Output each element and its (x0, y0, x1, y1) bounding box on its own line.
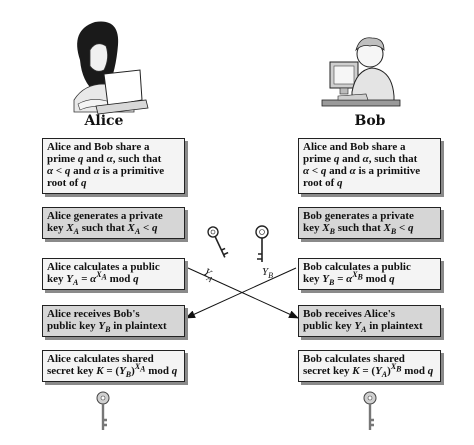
box-line: prime q and α, such that (47, 153, 162, 165)
box-line: Alice and Bob share a (47, 141, 150, 153)
bob-share-box: Alice and Bob share a prime q and α, suc… (298, 138, 441, 194)
bob-illustration (321, 37, 401, 107)
box-line: root of q (303, 177, 343, 189)
box-line: Bob generates a private (303, 210, 414, 222)
bob-public-key-box: Bob calculates a public key YB = αXB mod… (298, 258, 441, 290)
box-line: root of q (47, 177, 87, 189)
box-line: key YA = αXA mod q (47, 270, 139, 288)
box-line: key XA such that XA < q (47, 222, 158, 237)
box-line: Alice receives Bob's (47, 308, 140, 320)
alice-private-key-box: Alice generates a private key XA such th… (42, 207, 185, 239)
box-line: prime q and α, such that (303, 153, 418, 165)
shared-key-icon (96, 391, 110, 430)
box-line: α < q and α is a primitive (47, 165, 165, 177)
alice-illustration (73, 21, 149, 115)
bob-secret-key-box: Bob calculates shared secret key K = (YA… (298, 350, 441, 382)
box-line: secret key K = (YB)XA mod q (47, 362, 178, 380)
box-line: Alice generates a private (47, 210, 163, 222)
box-line: public key YA in plaintext (303, 320, 423, 335)
box-line: Alice calculates shared (47, 353, 154, 365)
alice-name: Alice (84, 113, 124, 129)
box-line: key XB such that XB < q (303, 222, 414, 237)
arrow-alice-to-bob (187, 267, 299, 319)
bob-private-key-box: Bob generates a private key XB such that… (298, 207, 441, 239)
key-icon (207, 226, 229, 258)
box-line: Alice calculates a public (47, 261, 160, 273)
alice-share-box: Alice and Bob share a prime q and α, suc… (42, 138, 185, 194)
alice-public-key-box: Alice calculates a public key YA = αXA m… (42, 258, 185, 290)
box-line: secret key K = (YA)XB mod q (303, 362, 434, 380)
box-line: Bob calculates shared (303, 353, 405, 365)
alice-receives-box: Alice receives Bob's public key YB in pl… (42, 305, 185, 337)
bob-receives-box: Bob receives Alice's public key YA in pl… (298, 305, 441, 337)
key-icon (255, 225, 269, 262)
arrow-bob-to-alice (185, 267, 297, 319)
box-line: public key YB in plaintext (47, 320, 167, 335)
box-line: Bob calculates a public (303, 261, 411, 273)
box-line: α < q and α is a primitive (303, 165, 421, 177)
box-line: key YB = αXB mod q (303, 270, 395, 288)
box-line: Bob receives Alice's (303, 308, 396, 320)
bob-name: Bob (354, 113, 386, 129)
shared-key-icon (363, 391, 377, 430)
key-label-yb: YB (262, 266, 274, 281)
alice-secret-key-box: Alice calculates shared secret key K = (… (42, 350, 185, 382)
box-line: Alice and Bob share a (303, 141, 406, 153)
